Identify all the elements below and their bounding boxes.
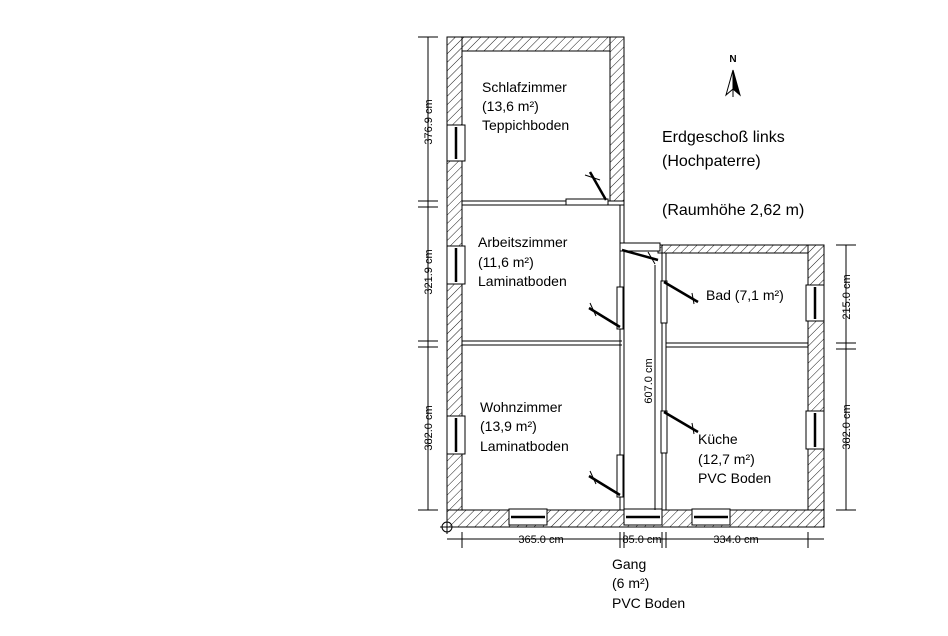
- wall-left-top: [446, 36, 625, 52]
- dim-left-middle: 321.9 cm: [423, 249, 435, 294]
- dim-left-top: 376.9 cm: [423, 99, 435, 144]
- dim-bottom-left: 365.0 cm: [518, 534, 563, 546]
- title-line-2: (Hochpaterre): [662, 153, 761, 170]
- dim-bottom-right: 334.0 cm: [713, 534, 758, 546]
- window-arbeitszimmer: [446, 245, 466, 285]
- room-gang-floor: PVC Boden: [612, 595, 685, 611]
- doors: [565, 171, 699, 498]
- wall-right-top: [657, 244, 825, 254]
- room-schlafzimmer-floor: Teppichboden: [482, 117, 569, 133]
- dim-corridor-height: 607.0 cm: [643, 358, 655, 403]
- room-wohnzimmer-area: (13,9 m²): [480, 418, 537, 434]
- room-gang-name: Gang: [612, 556, 646, 572]
- window-kueche: [805, 410, 825, 450]
- door-gang-top: [619, 242, 661, 265]
- window-bottom-gang: [623, 508, 663, 526]
- dim-right-bottom: 382.0 cm: [841, 404, 853, 449]
- room-arbeitszimmer-floor: Laminatboden: [478, 273, 567, 289]
- room-schlafzimmer-name: Schlafzimmer: [482, 79, 567, 95]
- north-label: N: [729, 54, 736, 65]
- room-gang-area: (6 m²): [612, 575, 649, 591]
- window-bottom-right: [691, 508, 731, 526]
- room-kueche-area: (12,7 m²): [698, 451, 755, 467]
- windows: [446, 124, 825, 526]
- room-wohnzimmer-floor: Laminatboden: [480, 438, 569, 454]
- wall-left-inner-upper: [609, 36, 625, 202]
- door-schlafzimmer: [565, 171, 609, 206]
- window-bad: [805, 284, 825, 322]
- room-kueche-floor: PVC Boden: [698, 470, 771, 486]
- title-line-3: (Raumhöhe 2,62 m): [662, 202, 804, 219]
- window-wohnzimmer: [446, 415, 466, 455]
- title-line-1: Erdgeschoß links: [662, 129, 785, 146]
- window-bottom-left: [508, 508, 548, 526]
- room-bad-name: Bad (7,1 m²): [706, 287, 784, 303]
- north-arrow-icon: [725, 69, 741, 97]
- door-arbeitszimmer: [588, 286, 624, 330]
- dim-bottom-middle: 85.0 cm: [622, 534, 661, 546]
- room-arbeitszimmer-name: Arbeitszimmer: [478, 234, 568, 250]
- dimension-lines: [418, 36, 856, 548]
- door-wohnzimmer: [588, 454, 624, 498]
- door-kueche: [660, 410, 699, 454]
- dim-left-bottom: 382.0 cm: [423, 405, 435, 450]
- room-arbeitszimmer-area: (11,6 m²): [478, 254, 534, 270]
- room-kueche-name: Küche: [698, 431, 738, 447]
- dim-right-top: 215.0 cm: [841, 274, 853, 319]
- window-schlafzimmer: [446, 124, 466, 162]
- room-wohnzimmer-name: Wohnzimmer: [480, 399, 563, 415]
- room-schlafzimmer-area: (13,6 m²): [482, 98, 539, 114]
- door-bad: [660, 280, 699, 324]
